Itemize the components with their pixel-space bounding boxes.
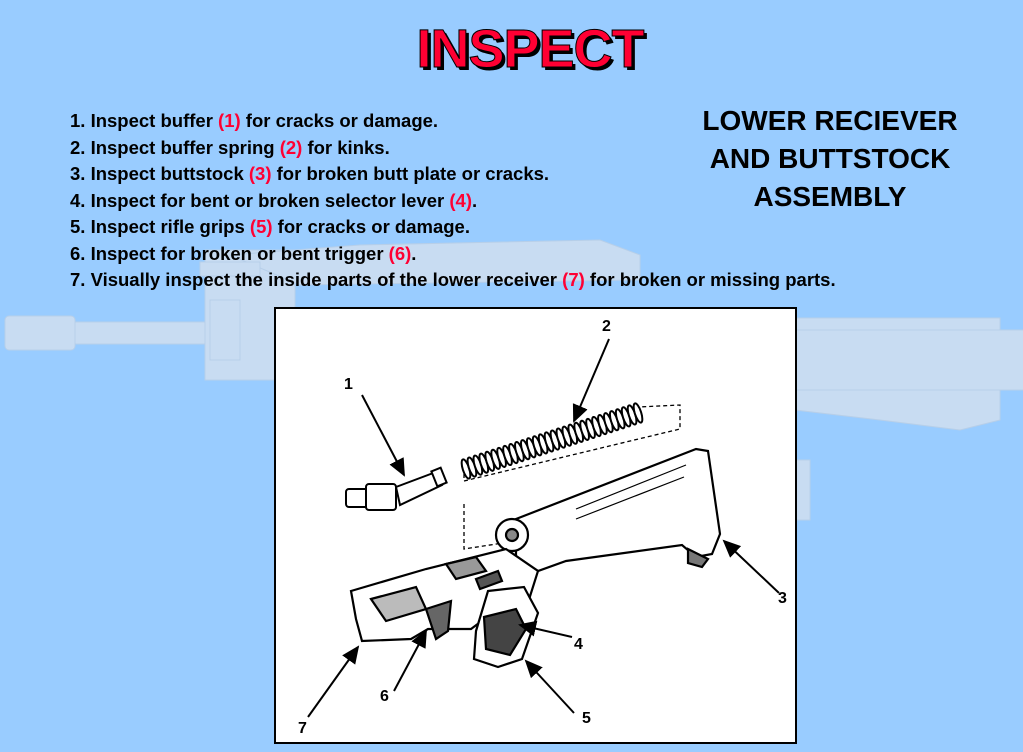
page-title: INSPECT (416, 19, 645, 80)
callout-6: 6 (380, 688, 389, 705)
lower-receiver-assembly (349, 447, 722, 669)
step-item-2: 2. Inspect buffer spring (2) for kinks. (70, 135, 836, 162)
step-text: . (411, 242, 417, 264)
callout-4: 4 (574, 636, 583, 653)
step-item-6: 6. Inspect for broken or bent trigger (6… (70, 241, 836, 268)
step-text: 6. Inspect for broken or bent trigger (70, 242, 389, 264)
step-text: for kinks. (302, 136, 390, 158)
exploded-diagram-drawing: 1 2 3 4 5 6 7 (298, 318, 787, 737)
callout-5: 5 (582, 710, 591, 727)
buffer-spring-part (460, 402, 644, 480)
step-text: 1. Inspect buffer (70, 110, 219, 131)
callout-7: 7 (298, 720, 307, 737)
step-text: for broken or missing parts. (584, 269, 836, 290)
step-text: 4. Inspect for bent or broken selector l… (70, 189, 450, 211)
reference-number: (5) (249, 216, 273, 237)
section-heading-line-2: AND BUTTSTOCK (709, 143, 951, 174)
step-text: 5. Inspect rifle grips (70, 216, 250, 237)
callout-arrows (307, 338, 780, 718)
callout-1: 1 (344, 376, 353, 393)
step-item-4: 4. Inspect for bent or broken selector l… (70, 188, 836, 215)
step-text: for cracks or damage. (240, 110, 439, 131)
step-text: for broken butt plate or cracks. (271, 163, 550, 184)
reference-number: (2) (279, 136, 303, 158)
inspection-steps-list: 1. Inspect buffer (1) for cracks or dama… (70, 108, 836, 294)
section-heading-line-1: LOWER RECIEVER (702, 105, 958, 136)
step-text: 2. Inspect buffer spring (70, 136, 280, 158)
callout-2: 2 (602, 318, 611, 335)
step-item-1: 1. Inspect buffer (1) for cracks or dama… (70, 108, 836, 135)
reference-number: (1) (218, 110, 241, 131)
step-item-7: 7. Visually inspect the inside parts of … (70, 267, 836, 294)
reference-number: (6) (388, 242, 412, 264)
section-heading-line-3: ASSEMBLY (753, 181, 907, 212)
step-text: 7. Visually inspect the inside parts of … (70, 269, 563, 290)
step-text: . (472, 189, 478, 211)
buffer-part (345, 466, 448, 511)
section-heading: LOWER RECIEVER AND BUTTSTOCK ASSEMBLY (665, 102, 995, 216)
reference-number: (7) (562, 269, 585, 290)
reference-number: (4) (449, 189, 472, 211)
exploded-diagram: 1 2 3 4 5 6 7 (274, 307, 797, 744)
step-item-5: 5. Inspect rifle grips (5) for cracks or… (70, 214, 836, 241)
step-item-3: 3. Inspect buttstock (3) for broken butt… (70, 161, 836, 188)
step-text: 3. Inspect buttstock (70, 163, 249, 184)
step-text: for cracks or damage. (272, 216, 470, 237)
spring-coil (632, 402, 644, 424)
callout-3: 3 (778, 590, 787, 607)
reference-number: (3) (248, 163, 272, 184)
